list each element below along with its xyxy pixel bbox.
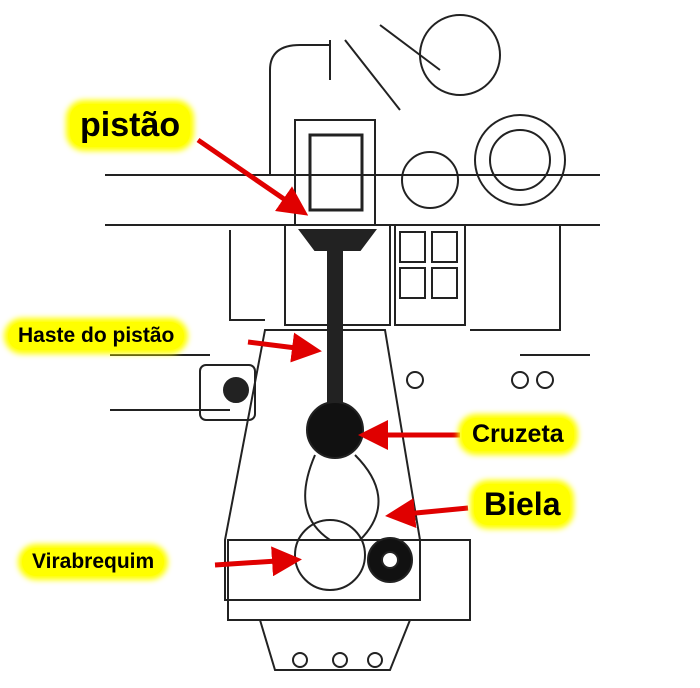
label-crosshead: Cruzeta — [462, 418, 574, 451]
engine-frame — [224, 329, 421, 601]
label-crankshaft: Virabrequim — [22, 548, 165, 576]
piston-rod-drawing — [327, 244, 343, 416]
connecting-rod-drawing — [304, 454, 380, 541]
piston-arrow — [196, 137, 309, 216]
piston-drawing — [308, 133, 364, 212]
crankshaft-arrow — [214, 546, 302, 577]
label-connecting-rod: Biela — [474, 484, 571, 525]
crankshaft-drawing — [294, 519, 366, 591]
label-piston-rod: Haste do pistão — [8, 322, 185, 350]
label-piston: pistão — [70, 104, 191, 147]
connecting-rod-arrow — [385, 498, 469, 529]
piston-rod-arrow — [247, 332, 322, 363]
crosshead-drawing — [306, 401, 364, 459]
